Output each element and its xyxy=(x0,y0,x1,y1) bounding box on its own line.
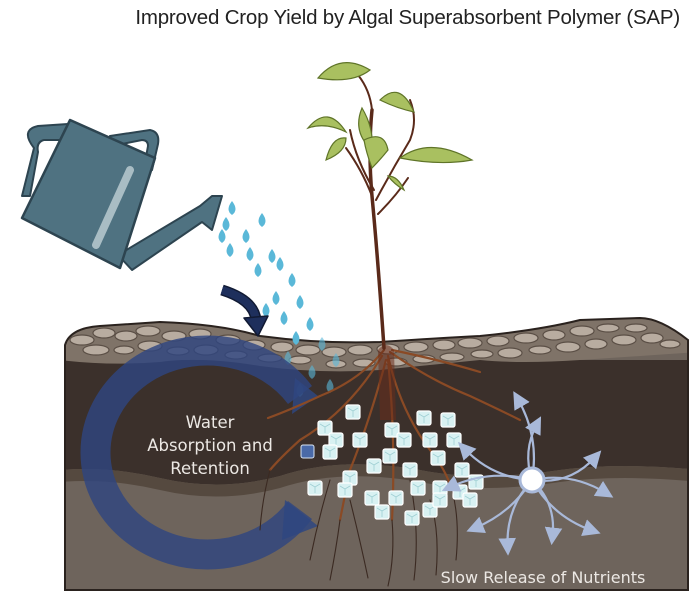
hydrogel-cube-icon xyxy=(328,432,344,448)
water-drop-icon xyxy=(308,365,316,379)
water-drop-icon xyxy=(306,317,314,331)
diagram-title: Improved Crop Yield by Algal Superabsorb… xyxy=(135,6,680,29)
hydrogel-cube-icon xyxy=(382,448,398,464)
water-drop-icon xyxy=(296,295,304,309)
soil-outline xyxy=(64,316,689,591)
water-drop-icon xyxy=(218,229,226,243)
leaf xyxy=(398,146,474,164)
water-drop-icon xyxy=(258,213,266,227)
slow-release-label: Slow Release of Nutrients xyxy=(441,568,646,587)
water-drop-icon xyxy=(318,337,326,351)
hydrogel-cube-icon xyxy=(462,492,478,508)
hydrogel-cube-icon xyxy=(307,480,323,496)
hydrogel-cube-icon xyxy=(384,422,400,438)
hydrogel-cube-icon xyxy=(388,490,404,506)
hydrogel-cube-icon xyxy=(366,458,382,474)
water-drop-icon xyxy=(254,263,262,277)
water-drop-icon xyxy=(268,249,276,263)
hydrogel-cube-icon xyxy=(422,432,438,448)
water-drop-icon xyxy=(226,243,234,257)
label-line: Water xyxy=(186,413,235,432)
hydrogel-cube-icon xyxy=(454,462,470,478)
hydrogel-cube-icon xyxy=(345,404,361,420)
nutrient-source xyxy=(518,466,546,494)
hydrogel-cube-icon xyxy=(337,482,353,498)
sap-cubes xyxy=(300,404,484,526)
hydrogel-cube-icon xyxy=(410,480,426,496)
hydrogel-cube-icon xyxy=(374,504,390,520)
hydrogel-cube-icon xyxy=(352,432,368,448)
leaf xyxy=(316,62,372,81)
label-line: Retention xyxy=(170,459,250,478)
seedling-icon xyxy=(306,62,474,350)
water-drop-icon xyxy=(228,201,236,215)
hydrogel-cube-icon xyxy=(416,410,432,426)
hydrogel-cube-icon xyxy=(432,492,448,508)
water-drops xyxy=(218,201,340,397)
leaf xyxy=(378,91,416,113)
water-absorption-label: Water Absorption and Retention xyxy=(147,413,273,478)
hydrogel-cube-icon xyxy=(322,444,338,460)
water-drop-icon xyxy=(292,331,300,345)
hydrogel-cube-icon xyxy=(446,432,462,448)
leaf xyxy=(386,175,406,192)
water-drop-icon xyxy=(280,311,288,325)
water-drop-icon xyxy=(246,247,254,261)
water-drop-icon xyxy=(288,273,296,287)
water-drop-icon xyxy=(262,303,270,317)
water-drop-icon xyxy=(276,257,284,271)
water-drop-icon xyxy=(326,379,334,393)
hydrogel-cube-icon xyxy=(402,462,418,478)
nutrient-burst-icon xyxy=(441,391,614,556)
hydrogel-cube-icon xyxy=(364,490,380,506)
label-line: Absorption and xyxy=(147,436,273,455)
hydrogel-cube-icon xyxy=(430,450,446,466)
water-drop-icon xyxy=(242,229,250,243)
root-crown xyxy=(378,345,396,420)
hydrogel-cube-icon xyxy=(300,444,315,459)
leaf xyxy=(363,136,389,170)
hydrogel-cube-icon xyxy=(404,510,420,526)
water-drop-icon xyxy=(222,217,230,231)
leaf xyxy=(325,137,347,161)
curved-arrow-icon xyxy=(220,284,269,337)
water-drop-icon xyxy=(332,353,340,367)
water-drop-icon xyxy=(272,291,280,305)
hydrogel-cube-icon xyxy=(396,432,412,448)
dark-soil-layer xyxy=(65,360,688,485)
hydrogel-cube-icon xyxy=(317,420,333,436)
hydrogel-cube-icon xyxy=(440,412,456,428)
watering-can-icon xyxy=(20,118,223,271)
leaf xyxy=(306,116,348,134)
